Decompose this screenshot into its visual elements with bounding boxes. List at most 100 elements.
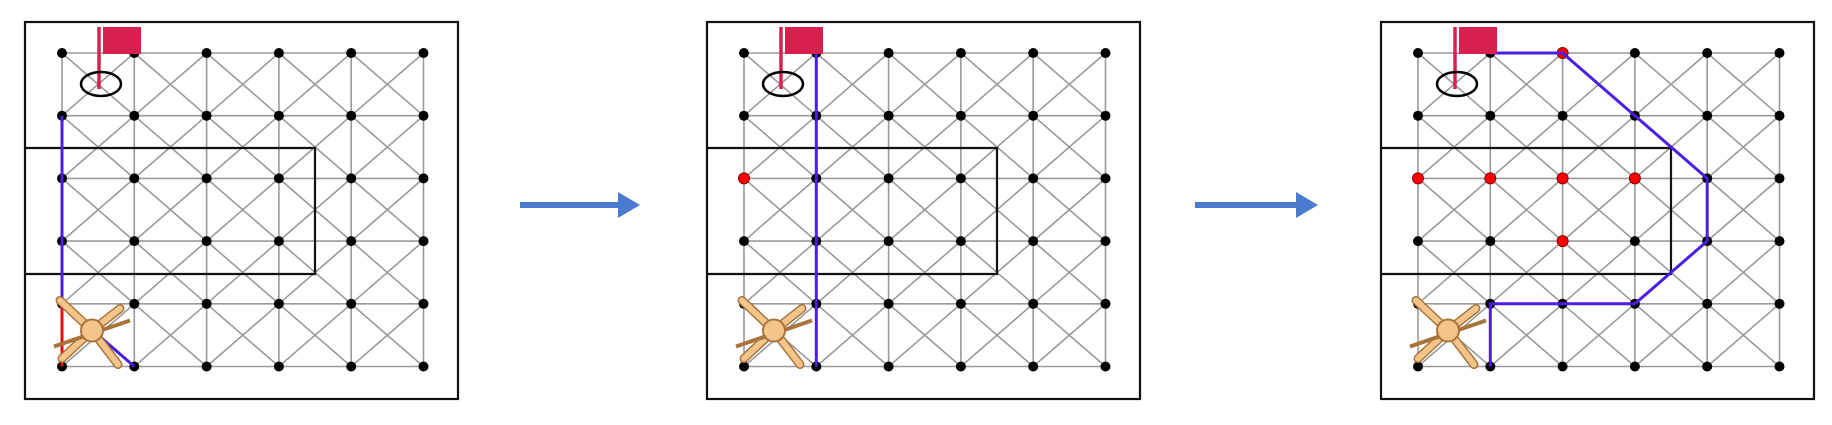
grid-edge	[1032, 303, 1107, 368]
grid-node	[739, 361, 749, 372]
grid-edge	[1634, 52, 1708, 117]
grid-edge	[815, 52, 890, 117]
grid-node	[346, 110, 357, 121]
grid-node	[1028, 110, 1039, 121]
planned-path	[1460, 29, 1709, 367]
grid-node	[201, 110, 212, 121]
grid-edge	[1706, 52, 1781, 117]
grid-edge	[206, 240, 280, 305]
grid-node	[201, 236, 212, 247]
grid-edge	[1032, 52, 1107, 117]
grid-edge	[206, 303, 280, 368]
grid-edge	[888, 177, 962, 242]
blocked-node	[1628, 172, 1641, 185]
grid-node	[1774, 298, 1785, 309]
grid-edge	[206, 52, 280, 117]
goal-marker	[761, 70, 805, 98]
grid-node	[883, 173, 894, 184]
grid-edge	[61, 177, 135, 242]
inner-wall	[707, 146, 999, 276]
grid-edge	[278, 303, 352, 368]
grid-node	[1702, 361, 1713, 372]
grid-node	[201, 173, 212, 184]
grid-node	[57, 48, 67, 58]
grid-edge	[743, 177, 817, 242]
grid-node	[273, 236, 284, 247]
grid-node	[418, 236, 429, 247]
grid-edge	[1562, 303, 1636, 368]
grid-node	[739, 110, 749, 121]
grid-node	[1100, 110, 1111, 121]
grid-node	[955, 236, 966, 247]
grid-node	[1485, 110, 1496, 121]
grid-node	[883, 48, 894, 58]
grid-edges	[1417, 52, 1781, 368]
inner-wall	[1381, 146, 1673, 276]
grid-node	[883, 298, 894, 309]
grid-node	[1100, 361, 1111, 372]
grid-edge	[1417, 240, 1491, 305]
grid-node	[273, 173, 284, 184]
flag-cloth	[785, 27, 823, 54]
robot-body	[762, 318, 786, 343]
grid-node	[883, 361, 894, 372]
grid-node	[201, 298, 212, 309]
grid-node	[346, 48, 357, 58]
grid-node	[1413, 48, 1423, 58]
grid-node	[418, 361, 429, 372]
grid-node	[1557, 110, 1568, 121]
grid-node	[955, 110, 966, 121]
arrow-head	[618, 192, 640, 218]
grid-edge	[888, 52, 962, 117]
grid-edges	[61, 52, 425, 368]
grid-node	[1028, 173, 1039, 184]
grid-node	[739, 48, 749, 58]
grid-edge	[278, 52, 352, 117]
grid-edges	[743, 52, 1107, 368]
grid-edge	[1706, 115, 1781, 180]
grid-node	[418, 110, 429, 121]
grid-edge	[1706, 303, 1781, 368]
grid-node	[1028, 236, 1039, 247]
grid-node	[955, 173, 966, 184]
outer-wall	[23, 20, 460, 401]
robot-body	[80, 318, 104, 343]
grid-edge	[350, 52, 425, 117]
walls	[1379, 20, 1816, 401]
grid-node	[418, 48, 429, 58]
outer-wall	[1379, 20, 1816, 401]
grid-node	[1774, 110, 1785, 121]
grid-node	[1413, 361, 1423, 372]
grid-node	[955, 361, 966, 372]
grid-edge	[133, 52, 208, 117]
grid-edge	[1562, 177, 1636, 242]
panel-2	[705, 20, 1142, 401]
walls	[705, 20, 1142, 401]
grid-node	[1413, 236, 1423, 247]
outer-wall	[705, 20, 1142, 401]
grid-node	[346, 361, 357, 372]
grid-node	[955, 298, 966, 309]
robot-body	[1436, 318, 1460, 343]
grid-edge	[350, 240, 425, 305]
grid-edge	[1634, 303, 1708, 368]
grid-edge	[1032, 115, 1107, 180]
grid-node	[1702, 110, 1713, 121]
grid-node	[1774, 48, 1785, 58]
grid-node	[418, 173, 429, 184]
grid-node	[1413, 110, 1423, 121]
grid-edge	[1706, 177, 1781, 242]
grid-node	[883, 236, 894, 247]
grid-edge	[133, 240, 208, 305]
quadruped-robot-icon	[53, 296, 131, 369]
quadruped-robot-icon	[735, 296, 813, 369]
grid-node	[346, 236, 357, 247]
goal-marker	[79, 70, 123, 98]
grid-node	[1629, 236, 1640, 247]
grid-edge	[133, 177, 208, 242]
quadruped-robot-icon	[1409, 296, 1487, 369]
flag-icon	[1453, 27, 1497, 89]
grid-edge	[1489, 303, 1564, 368]
goal-marker	[1435, 70, 1479, 98]
